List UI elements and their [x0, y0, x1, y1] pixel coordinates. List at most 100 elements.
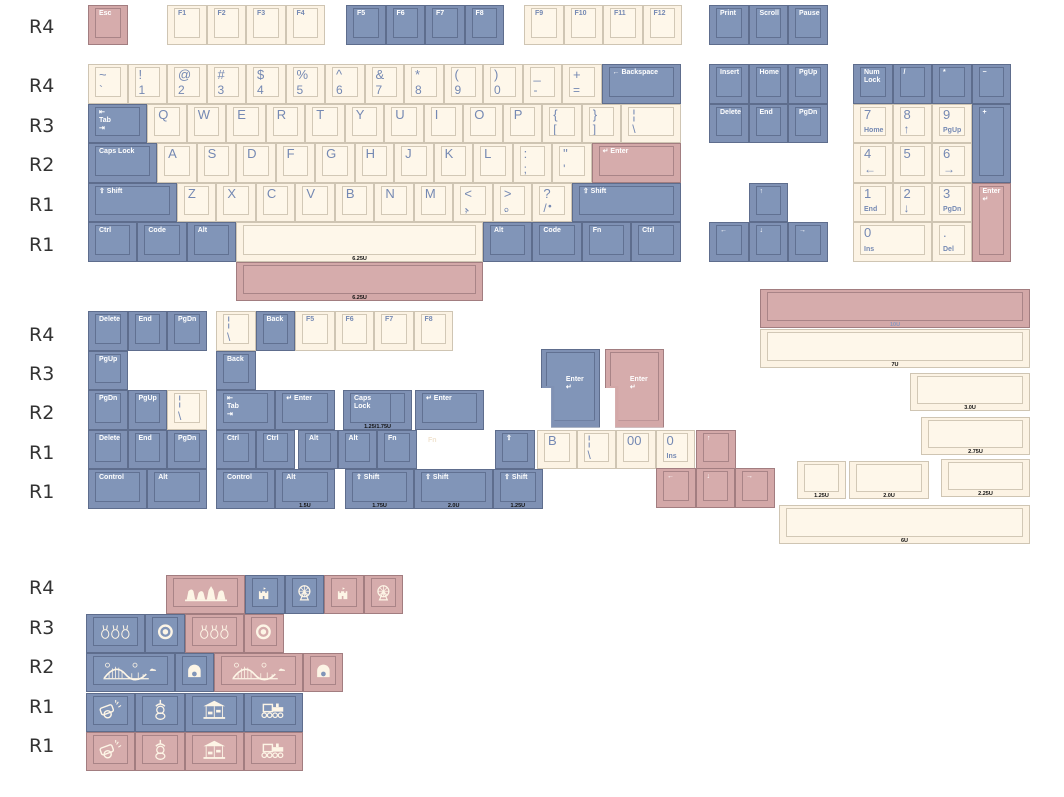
key-legend: F1 [178, 10, 187, 17]
key-iso-enters: Enter ↵ [541, 348, 601, 428]
key-tab-row: {[ [542, 103, 582, 143]
key-top-face [152, 617, 178, 647]
key-spacebars: 6U [779, 505, 1030, 544]
row-label: R3 [29, 617, 55, 639]
key-top-face: > 。. [499, 185, 526, 215]
key-top-face: ↑ [755, 185, 781, 215]
row-label: R1 [29, 481, 55, 503]
key-top-face: Insert [716, 67, 742, 97]
novelty-key-ferris-wheel [284, 575, 324, 615]
key-top-face: S [203, 146, 230, 176]
key-top-face: %5 [292, 67, 318, 97]
key-top-face: ↵ Enter [282, 393, 328, 423]
key-tab-row: E [226, 103, 266, 143]
key-legend: ⇤ Tab ⇥ [99, 108, 111, 132]
claw-bear-icon [143, 736, 176, 763]
key-nav-cluster: PgUp [788, 64, 828, 104]
key-top-face: PgDn [95, 393, 121, 423]
key-top-face: Y [351, 106, 378, 136]
key-sub-legend: 9 [454, 82, 462, 97]
key-legend: Code [148, 227, 166, 234]
size-label: 6U [900, 538, 909, 544]
key-top-face: &7 [371, 67, 397, 97]
key-function-row: F10 [563, 5, 603, 45]
key-legend: Alt [197, 227, 208, 234]
key-tab-row: Q [147, 103, 187, 143]
key-top-face [191, 695, 237, 725]
key-legend: → [799, 227, 806, 234]
key-legend: < 、 [464, 185, 478, 214]
key-top-face: H [361, 146, 388, 176]
key-legend: ⇧ Shift [582, 187, 607, 195]
key-caps-row: D [236, 143, 276, 183]
key-top-face [251, 734, 297, 764]
key-top-face [928, 420, 1023, 448]
row-label: R4 [29, 324, 55, 346]
key-legend: & [375, 67, 385, 82]
key-legend: { [553, 106, 558, 122]
key-top-face: PgUp [795, 67, 821, 97]
key-sub-legend: ↓ [903, 201, 910, 215]
key-alt-spacebar: 6.25U [236, 261, 483, 301]
ferris-wheel-icon [372, 579, 396, 606]
key-sub-legend: ↑ [903, 122, 910, 136]
key-legend: ↓ [759, 227, 764, 234]
key-top-face: ⇧ Shift [95, 185, 170, 215]
size-label: 3.0U [964, 405, 976, 411]
key-extras-r0: Control [216, 469, 276, 509]
haunted-tunnel-icon [183, 657, 207, 684]
key-top-face: Fn [588, 225, 625, 255]
key-sub-legend: 0 [494, 82, 501, 97]
key-legend: ^ [336, 67, 343, 82]
key-sub-legend: \ [178, 408, 182, 423]
key-top-face: PgDn [795, 106, 821, 136]
key-sub-legend: Ins [864, 245, 875, 253]
key-top-face [310, 656, 336, 686]
key-top-face: Enter ↵ [546, 351, 596, 421]
key-legend: ↵ Enter [602, 148, 629, 155]
key-nav-cluster: Delete [709, 103, 749, 143]
key-top-face: :; [519, 146, 546, 176]
key-extras-r1: ⇧ [495, 429, 535, 469]
key-legend: Z [187, 185, 196, 201]
key-legend: ( [454, 67, 459, 82]
key-arrows: ↑ [748, 182, 788, 222]
key-sub-legend: ] [592, 122, 597, 136]
key-legend: ↑ [707, 434, 711, 442]
key-top-face: B [341, 185, 368, 215]
key-shift-row: ⇧ Shift [88, 182, 177, 222]
key-number-row: @2 [167, 64, 207, 104]
key-top-face [191, 734, 237, 764]
novelty-key-train [244, 692, 304, 732]
key-top-face: Enter ↵ [978, 185, 1004, 255]
novelty-key-haunted-tunnel [303, 653, 343, 693]
key-bottom-row: Ctrl [88, 222, 138, 262]
key-function-row: F1 [167, 5, 207, 45]
key-sub-legend: \ [632, 122, 636, 136]
key-legend: S [207, 146, 217, 161]
key-legend: G [326, 146, 337, 161]
key-legend: ↑ [759, 187, 764, 195]
novelty-key-ferris-wheel [363, 575, 403, 615]
key-extras-r0: Alt [147, 469, 207, 509]
key-legend: Alt [348, 434, 358, 442]
key-spacebars: 10U [760, 289, 1030, 328]
key-top-face: 00 [623, 432, 649, 462]
key-top-face [251, 617, 277, 647]
key-legend: ⇧ [506, 434, 512, 442]
key-bottom-row: Code [137, 222, 187, 262]
key-legend: B [345, 185, 355, 201]
key-top-face: Caps Lock [95, 146, 151, 176]
key-top-face: 6→ [939, 146, 965, 176]
key-sub-legend: \ [227, 329, 231, 344]
key-tab-row: }] [581, 103, 622, 143]
key-bottom-row: Alt [186, 222, 237, 262]
key-legend: PgDn [99, 395, 118, 402]
key-number-row: !1 [127, 64, 167, 104]
key-extras-r1: ↑ [696, 429, 736, 469]
key-extras-r2: PgDn [88, 390, 128, 430]
